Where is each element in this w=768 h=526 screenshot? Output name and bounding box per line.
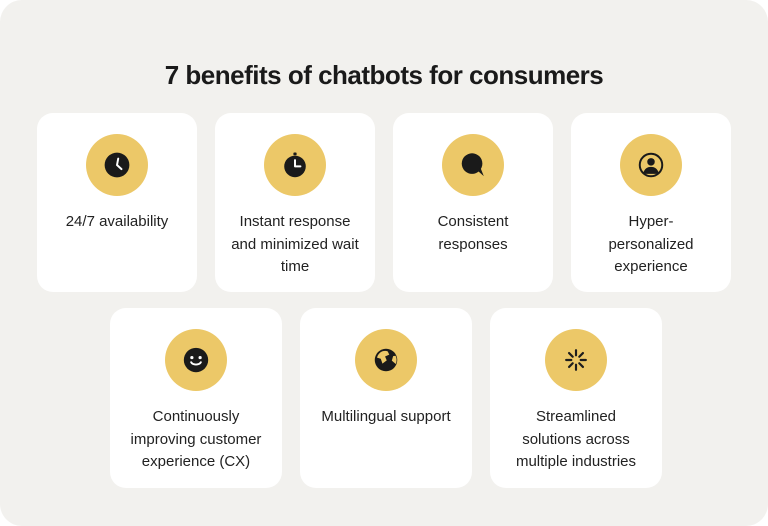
benefits-row-top: 24/7 availability Instant response and m… bbox=[37, 113, 731, 292]
clock-icon bbox=[102, 150, 132, 180]
starburst-icon bbox=[561, 345, 591, 375]
benefits-row-bottom: Continuously improving customer experien… bbox=[110, 308, 662, 488]
benefit-label: Instant response and minimized wait time bbox=[231, 213, 359, 275]
icon-badge bbox=[264, 134, 326, 196]
benefit-card-multilingual: Multilingual support bbox=[300, 308, 472, 488]
benefit-card-instant-response: Instant response and minimized wait time bbox=[215, 113, 375, 292]
page-title: 7 benefits of chatbots for consumers bbox=[164, 60, 604, 91]
benefit-label: Continuously improving customer experien… bbox=[130, 408, 262, 470]
benefit-card-availability: 24/7 availability bbox=[37, 113, 197, 292]
benefit-label: Multilingual support bbox=[321, 408, 451, 425]
smiley-face-icon bbox=[181, 345, 211, 375]
benefit-card-improving-cx: Continuously improving customer experien… bbox=[110, 308, 282, 488]
globe-icon bbox=[371, 345, 401, 375]
icon-badge bbox=[86, 134, 148, 196]
stopwatch-icon bbox=[280, 150, 310, 180]
icon-badge bbox=[442, 134, 504, 196]
icon-badge bbox=[165, 329, 227, 391]
benefit-label: Streamlined solutions across multiple in… bbox=[515, 408, 637, 470]
benefit-label: Consistent responses bbox=[437, 213, 509, 253]
benefit-card-consistent: Consistent responses bbox=[393, 113, 553, 292]
benefit-label: 24/7 availability bbox=[65, 213, 169, 230]
speech-bubble-icon bbox=[458, 150, 488, 180]
benefit-card-personalized: Hyper-personalized experience bbox=[571, 113, 731, 292]
icon-badge bbox=[545, 329, 607, 391]
icon-badge bbox=[620, 134, 682, 196]
benefit-card-streamlined: Streamlined solutions across multiple in… bbox=[490, 308, 662, 488]
icon-badge bbox=[355, 329, 417, 391]
benefit-label: Hyper-personalized experience bbox=[608, 213, 694, 275]
user-profile-icon bbox=[636, 150, 666, 180]
